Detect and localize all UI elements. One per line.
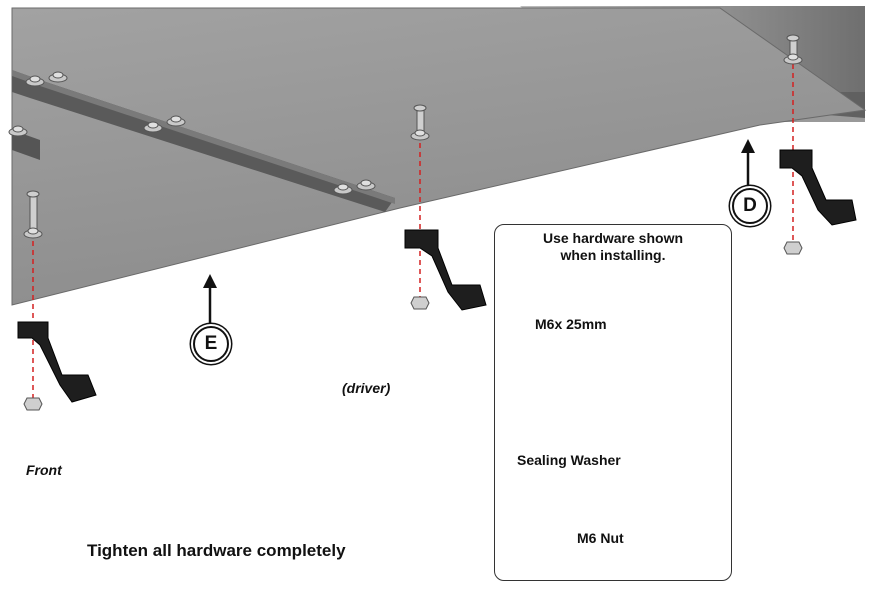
floor-panel <box>11 7 867 306</box>
instruction-text: Tighten all hardware completely <box>87 541 346 560</box>
sealing-washer-label: Sealing Washer <box>517 452 621 468</box>
hardware-box: Use hardware shown when installing. M6x … <box>494 224 732 581</box>
bolt-icon <box>26 34 800 231</box>
support-rail <box>12 70 395 212</box>
hardware-box-title: Use hardware shown when installing. <box>542 230 684 263</box>
bolt-label: M6x 25mm <box>535 316 607 332</box>
callout-d: D <box>732 188 768 224</box>
front-label: Front <box>26 462 62 478</box>
driver-side-label: (driver) <box>342 380 391 396</box>
arrow-up-icon <box>203 139 755 326</box>
callout-e: E <box>193 326 229 362</box>
nut-label: M6 Nut <box>577 530 624 546</box>
bracket-icon <box>17 149 857 403</box>
nut-icon <box>23 241 803 411</box>
